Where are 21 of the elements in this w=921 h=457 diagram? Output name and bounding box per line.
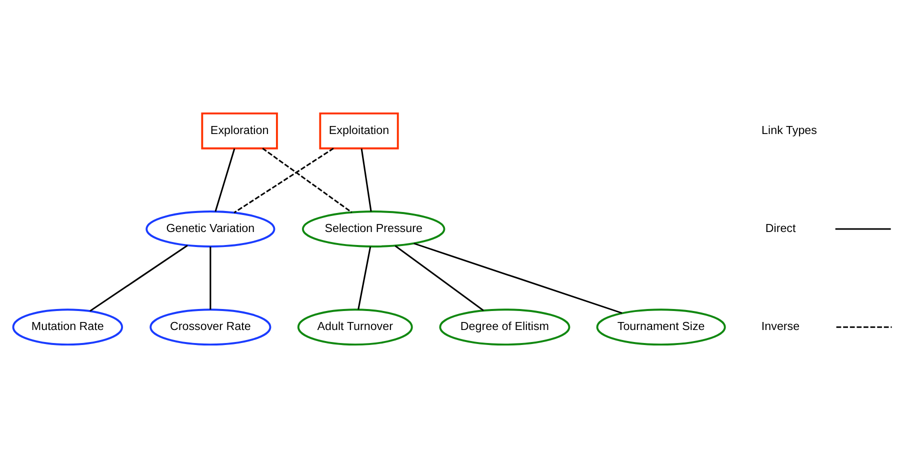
label: Link Types [762, 123, 817, 136]
node-box: Exploration [201, 112, 278, 149]
connector [90, 244, 188, 312]
node-ellipse: Tournament Size [596, 308, 726, 346]
connector [358, 246, 372, 310]
connector [210, 246, 212, 310]
node-ellipse: Degree of Elitism [439, 308, 570, 346]
connector [360, 148, 372, 212]
node-ellipse: Selection Pressure [302, 210, 446, 247]
legend-label: Inverse [761, 320, 800, 333]
node-ellipse: Crossover Rate [150, 308, 272, 346]
node-ellipse: Mutation Rate [12, 308, 124, 346]
connector [394, 244, 484, 311]
connector [214, 148, 236, 212]
legend-label: Direct [765, 222, 796, 235]
connector [262, 147, 352, 212]
connector [414, 242, 622, 314]
node-ellipse: Adult Turnover [297, 308, 413, 346]
connector [234, 147, 334, 213]
node-box: Exploitation [319, 112, 399, 149]
node-ellipse: Genetic Variation [146, 210, 276, 247]
